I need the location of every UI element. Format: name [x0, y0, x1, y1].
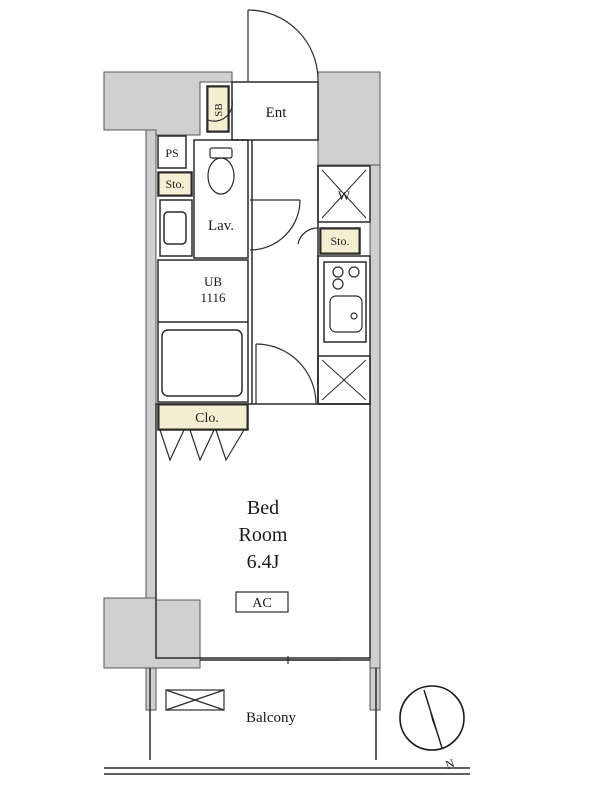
bedroom-label-line1: Bed	[247, 497, 279, 519]
washer-label: W	[338, 188, 351, 203]
pipe-space-label: PS	[165, 146, 178, 160]
washer-icon	[321, 169, 367, 219]
interior-walls	[104, 81, 470, 775]
bedroom-size-label: 6.4J	[247, 551, 280, 573]
bedroom-label-line2: Room	[239, 524, 288, 546]
storage-left-label: Sto.	[165, 177, 184, 191]
unit-bath-size-label: 1116	[200, 290, 226, 305]
ac-label: AC	[252, 596, 271, 611]
toilet-icon	[207, 147, 235, 195]
outdoor-unit-icon	[165, 689, 225, 711]
doors	[159, 9, 340, 664]
storage-fills	[158, 86, 360, 430]
ac-box	[235, 591, 289, 613]
compass-icon: N	[399, 685, 465, 772]
refrigerator-space-icon	[321, 359, 367, 401]
closet-label: Clo.	[195, 411, 219, 426]
stove-icon	[329, 266, 363, 333]
north-label: N	[444, 756, 457, 772]
lavatory-label: Lav.	[208, 218, 234, 234]
entrance-label: Ent	[266, 105, 288, 121]
storage-right-label: Sto.	[330, 234, 349, 248]
balcony-label: Balcony	[246, 710, 296, 726]
unit-bath-label: UB	[204, 274, 222, 289]
shoe-box-label: SB	[213, 103, 225, 116]
